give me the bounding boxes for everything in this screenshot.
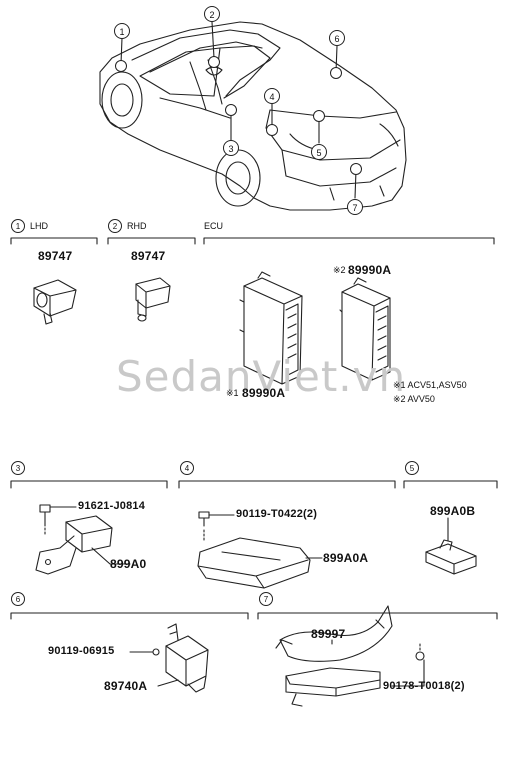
section-6-number: 6	[11, 592, 25, 606]
section-3-number: 3	[11, 461, 25, 475]
part-number-89990a-2: 89990A	[348, 263, 392, 277]
location-marker-6	[330, 67, 342, 79]
location-marker-5	[313, 110, 325, 122]
section-2-label: RHD	[127, 221, 147, 231]
part-number-899a0a: 899A0A	[323, 551, 369, 565]
part-number-89990a-1: 89990A	[242, 386, 286, 400]
section-1-label: LHD	[30, 221, 49, 231]
callout-3: 3	[223, 140, 239, 156]
ecu-note-1: ※1 ACV51,ASV50	[393, 380, 467, 390]
part-number-899a0: 899A0	[110, 557, 147, 571]
ecu-89990a-2-drawing	[339, 277, 391, 381]
part-number-90178-t0018: 90178-T0018(2)	[383, 680, 465, 692]
part-89997-drawing	[275, 605, 425, 707]
part-89740a-drawing	[152, 623, 209, 693]
part-number-91621-j0814: 91621-J0814	[78, 500, 146, 512]
section-7-number: 7	[259, 592, 273, 606]
part-number-90119-t0422: 90119-T0422(2)	[236, 508, 318, 520]
part-number-89747-rhd: 89747	[131, 249, 166, 263]
section-2-number: 2	[108, 219, 122, 233]
watermark: SedanViet.vn	[116, 352, 407, 401]
section-ecu-label: ECU	[204, 221, 224, 231]
leader-lines-s3	[49, 506, 131, 565]
part-number-89997: 89997	[311, 627, 346, 641]
part-number-90119-06915: 90119-06915	[48, 645, 115, 657]
ecu-mark-2: ※2	[333, 265, 346, 275]
callout-1: 1	[114, 23, 130, 39]
location-marker-3	[225, 104, 237, 116]
location-marker-7	[350, 163, 362, 175]
leader-lines-s4	[208, 514, 323, 559]
leader-lines-s6	[129, 651, 179, 687]
part-number-89747-lhd: 89747	[38, 249, 73, 263]
sensor-89747-lhd-drawing	[33, 279, 77, 325]
callout-4: 4	[264, 88, 280, 104]
section-rules	[10, 237, 498, 620]
callout-2: 2	[204, 6, 220, 22]
part-899a0-drawing	[35, 504, 113, 575]
location-marker-2	[208, 56, 220, 68]
part-899a0a-drawing	[197, 511, 311, 589]
sensor-89747-rhd-drawing	[135, 277, 171, 322]
leader-lines-s7	[331, 639, 425, 687]
section-5-number: 5	[405, 461, 419, 475]
ecu-note-2: ※2 AVV50	[393, 394, 435, 404]
callout-6: 6	[329, 30, 345, 46]
part-899a0b-drawing	[425, 539, 477, 575]
location-marker-1	[115, 60, 127, 72]
ecu-mark-1: ※1	[226, 388, 239, 398]
section-1-number: 1	[11, 219, 25, 233]
ecu-89990a-1-drawing	[239, 271, 303, 385]
car-illustration	[99, 21, 407, 211]
callout-7: 7	[347, 199, 363, 215]
location-marker-4	[266, 124, 278, 136]
part-number-899a0b: 899A0B	[430, 504, 476, 518]
section-4-number: 4	[180, 461, 194, 475]
part-number-89740a: 89740A	[104, 679, 148, 693]
callout-5: 5	[311, 144, 327, 160]
